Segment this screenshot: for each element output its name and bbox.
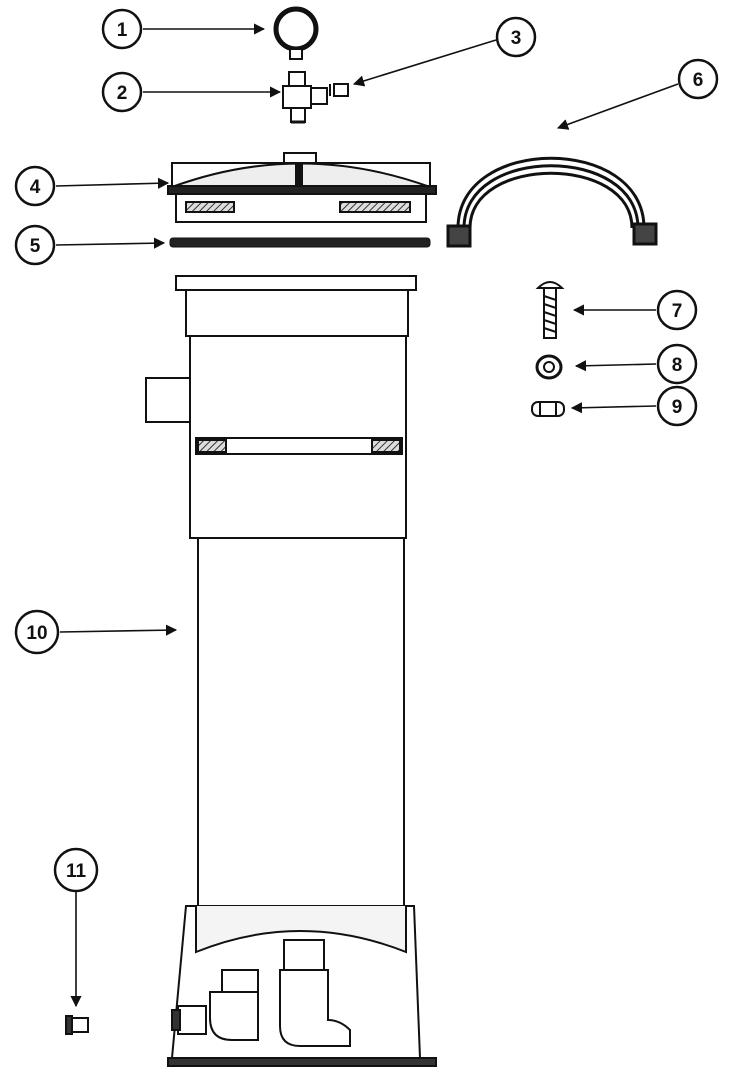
callout-9: 9 (656, 385, 698, 427)
callout-5: 5 (14, 224, 56, 266)
leader-lines (55, 23, 679, 1008)
part-9-barrel-nut (531, 401, 565, 417)
leader-3 (352, 39, 497, 87)
callout-1: 1 (101, 8, 143, 50)
callout-11: 11 (53, 847, 99, 893)
leader-6 (556, 83, 679, 130)
callout-3: 3 (495, 16, 537, 58)
part-10-filter-tank-body (145, 275, 437, 1067)
part-8-washer (535, 354, 563, 380)
callout-3-label: 3 (511, 28, 522, 49)
part-2-tee-fitting (282, 71, 328, 124)
leader-8 (574, 360, 657, 372)
part-5-lid-o-ring (169, 237, 431, 248)
callout-4-label: 4 (30, 177, 41, 198)
callout-4: 4 (14, 165, 56, 207)
leader-10 (59, 624, 178, 636)
part-3-air-relief-valve (329, 83, 349, 97)
callout-7-label: 7 (672, 301, 683, 322)
callout-10-label: 10 (26, 623, 47, 644)
part-6-clamp-band (446, 156, 658, 248)
part-4-filter-lid (167, 152, 437, 223)
leader-9 (570, 402, 657, 414)
callout-2-label: 2 (117, 83, 128, 104)
callout-6: 6 (677, 58, 719, 100)
part-1-pressure-gauge (273, 6, 319, 60)
callout-9-label: 9 (672, 397, 683, 418)
part-7-carriage-bolt (535, 281, 565, 339)
callout-8: 8 (656, 343, 698, 385)
callout-7: 7 (656, 289, 698, 331)
callout-10: 10 (14, 609, 60, 655)
callout-6-label: 6 (693, 70, 704, 91)
callout-11-label: 11 (66, 861, 87, 882)
callout-5-label: 5 (30, 236, 41, 257)
callout-2: 2 (101, 71, 143, 113)
part-11-drain-plug (65, 1015, 89, 1035)
callout-8-label: 8 (672, 355, 683, 376)
callout-1-label: 1 (117, 20, 128, 41)
leader-4 (55, 177, 170, 189)
leader-5 (55, 237, 166, 249)
